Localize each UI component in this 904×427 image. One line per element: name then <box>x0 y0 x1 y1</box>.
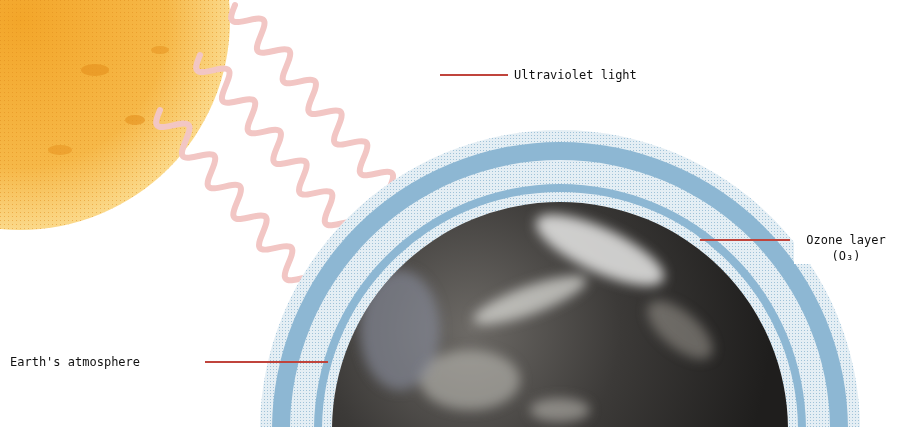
leader-line <box>205 361 328 363</box>
cloud <box>530 398 590 422</box>
sun-spot <box>151 46 169 54</box>
cloud <box>360 270 440 390</box>
sun-spot <box>48 145 72 155</box>
cloud <box>469 266 591 333</box>
outer-atmosphere-band <box>260 130 860 427</box>
sun-disc <box>0 0 230 230</box>
atmosphere-rings <box>260 130 860 427</box>
sun-spot <box>125 115 145 125</box>
leader-line <box>440 74 508 76</box>
sun-texture <box>0 0 230 230</box>
earth <box>332 200 788 427</box>
sun-spot <box>81 64 109 76</box>
ozone-layer-band <box>272 142 848 427</box>
leader-line <box>700 239 790 241</box>
earth-clouds <box>360 200 722 422</box>
cloud <box>638 290 722 369</box>
inner-atmosphere-band <box>314 184 806 427</box>
callout-label: Earth's atmosphere <box>8 354 142 370</box>
sun <box>0 0 230 230</box>
callout-label: Ozone layer (O₃) <box>794 232 898 264</box>
inner-light-band <box>322 192 798 427</box>
leader-lines <box>205 75 790 362</box>
atmosphere-band <box>290 160 830 427</box>
callout-label: Ultraviolet light <box>512 67 639 83</box>
